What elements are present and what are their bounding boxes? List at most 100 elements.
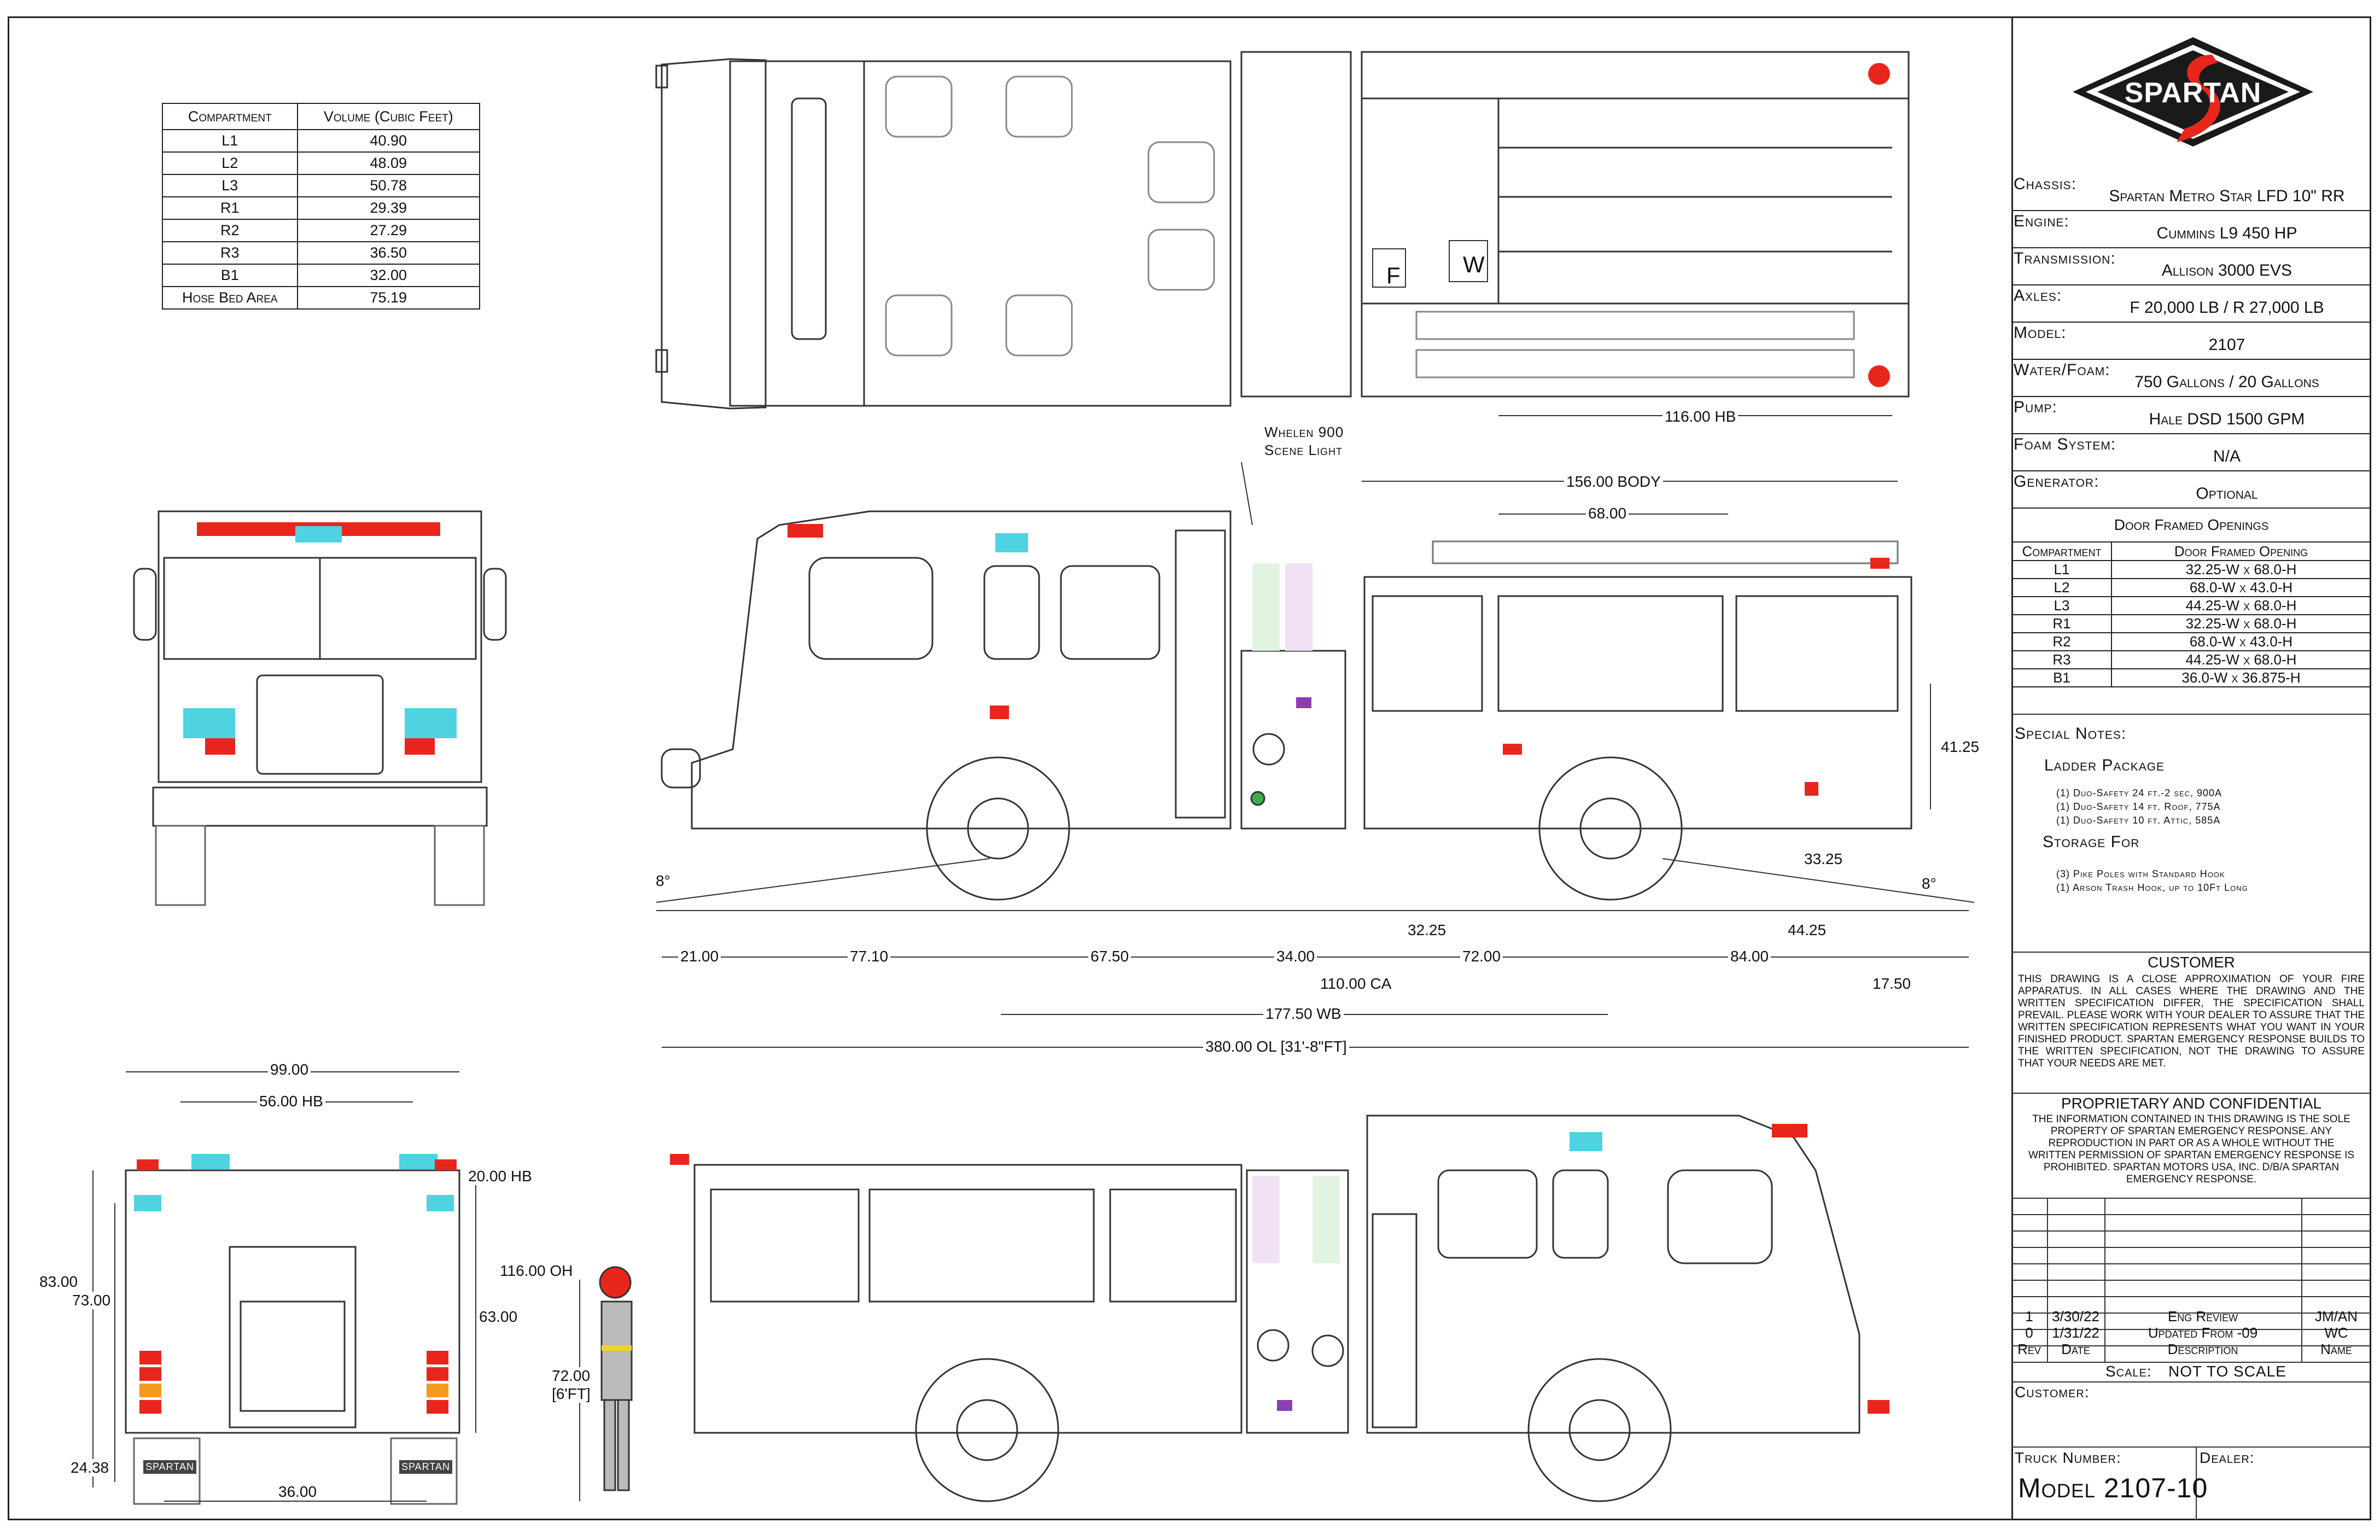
front-view — [133, 510, 507, 906]
table-header: Door Framed Opening — [2111, 541, 2371, 561]
table-cell: 48.09 — [296, 151, 481, 175]
angle-front: 8° — [654, 872, 673, 890]
table-cell: B1 — [2011, 668, 2112, 687]
customer-label: Customer: — [2015, 1384, 2090, 1401]
spec-row-model: Model: 2107 — [2011, 323, 2371, 360]
storage-item: (3) Pike Poles with Standard Hook — [2056, 868, 2225, 879]
table-cell: L1 — [2011, 560, 2112, 579]
spec-value: F 20,000 LB / R 27,000 LB — [2130, 299, 2324, 317]
table-cell: L2 — [162, 151, 298, 175]
spec-label: Generator: — [2014, 472, 2099, 491]
table-cell: L2 — [2011, 578, 2112, 597]
height-dimension: 41.25 — [1939, 738, 1982, 756]
spartan-logo-icon — [2073, 37, 2313, 147]
angle-rear: 8° — [1920, 875, 1939, 892]
scale-label: Scale: — [2105, 1363, 2152, 1380]
side-view-right — [579, 1115, 1889, 1502]
spec-value: Allison 3000 EVS — [2161, 261, 2292, 279]
spec-label: Axles: — [2014, 287, 2062, 305]
rev-header: Rev — [2017, 1341, 2041, 1357]
side-view-left — [656, 462, 1975, 1048]
table-cell: 40.90 — [296, 129, 481, 153]
spec-row-axles: Axles: F 20,000 LB / R 27,000 LB — [2011, 285, 2371, 323]
table-cell: 32.25-W x 68.0-H — [2111, 560, 2371, 579]
table-cell: 68.0-W x 43.0-H — [2111, 578, 2371, 597]
plan-f-label: F — [1386, 262, 1401, 288]
customer-disclaimer: THIS DRAWING IS A CLOSE APPROXIMATION OF… — [2018, 973, 2365, 1069]
desc-cell: Updated From -09 — [2148, 1325, 2258, 1341]
table-cell: R1 — [2011, 614, 2112, 633]
dim-67: 67.50 — [1088, 948, 1131, 965]
sheet-border — [8, 16, 2371, 1520]
title-block — [2011, 16, 2371, 1520]
table-cell: R2 — [2011, 632, 2112, 651]
ca-dimension: 110.00 CA — [1318, 975, 1394, 993]
table-cell: 36.0-W x 36.875-H — [2111, 668, 2371, 687]
divider — [2011, 1381, 2371, 1382]
table-cell: R3 — [2011, 650, 2112, 669]
dim-72: 72.00 — [1460, 948, 1503, 965]
person-height: 72.00 — [550, 1367, 593, 1385]
table-cell: R1 — [162, 196, 298, 220]
body-dimension: 156.00 BODY — [1564, 473, 1663, 491]
table-cell: 36.50 — [296, 241, 481, 265]
rear-width-dimension: 99.00 — [268, 1061, 311, 1078]
table-cell: 50.78 — [296, 174, 481, 197]
dealer-label: Dealer: — [2200, 1449, 2255, 1466]
divider — [2011, 1093, 2371, 1094]
spec-label: Chassis: — [2014, 175, 2077, 193]
table-cell: B1 — [162, 264, 298, 287]
dim-34: 34.00 — [1274, 948, 1317, 965]
spec-row-pump: Pump: Hale DSD 1500 GPM — [2011, 397, 2371, 434]
dim-2438: 24.38 — [68, 1459, 112, 1477]
table-header: Compartment — [2011, 541, 2112, 561]
special-notes-label: Special Notes: — [2015, 725, 2127, 743]
spec-list: Chassis: Spartan Metro Star LFD 10" RR E… — [2011, 174, 2371, 509]
callout-line-1: Whelen 900 — [1264, 424, 1344, 440]
date-cell: 3/30/22 — [2052, 1308, 2099, 1325]
spec-label: Engine: — [2014, 212, 2069, 230]
divider — [2196, 1446, 2197, 1520]
door-openings-title: Door Framed Openings — [2114, 516, 2269, 533]
storage-item: (1) Arson Trash Hook, up to 10Ft Long — [2056, 882, 2248, 893]
spec-value: Hale DSD 1500 GPM — [2149, 410, 2305, 428]
spec-row-water-foam: Water/Foam: 750 Gallons / 20 Gallons — [2011, 360, 2371, 397]
name-cell: JM/AN — [2315, 1308, 2358, 1325]
table-cell: L3 — [2011, 596, 2112, 615]
table-cell: L1 — [162, 129, 298, 153]
ladder-item: (1) Duo-Safety 10 ft. Attic, 585A — [2056, 815, 2221, 826]
table-cell: 68.0-W x 43.0-H — [2111, 632, 2371, 651]
dim-84: 84.00 — [1728, 948, 1771, 965]
table-cell: Hose Bed Area — [162, 286, 298, 310]
rear-hb-dimension: 56.00 HB — [257, 1093, 325, 1110]
spec-value: Cummins L9 450 HP — [2156, 224, 2297, 242]
table-cell: 32.25-W x 68.0-H — [2111, 614, 2371, 633]
date-cell: 1/31/22 — [2052, 1325, 2099, 1341]
top-dimension: 68.00 — [1586, 505, 1629, 522]
oh-dimension: 116.00 OH — [498, 1262, 575, 1280]
spec-value: 750 Gallons / 20 Gallons — [2134, 373, 2319, 391]
spec-label: Pump: — [2014, 398, 2058, 416]
table-cell: 44.25-W x 68.0-H — [2111, 650, 2371, 669]
spec-row-engine: Engine: Cummins L9 450 HP — [2011, 211, 2371, 248]
dim-77: 77.10 — [848, 948, 891, 965]
spec-label: Transmission: — [2014, 249, 2116, 267]
customer-heading: CUSTOMER — [2148, 954, 2235, 971]
divider — [2011, 1198, 2371, 1199]
dim-4425: 44.25 — [1786, 921, 1829, 939]
table-cell: 32.00 — [296, 264, 481, 287]
wb-dimension: 177.50 WB — [1263, 1005, 1344, 1023]
dim-36: 36.00 — [276, 1483, 319, 1501]
spec-label: Water/Foam: — [2014, 361, 2110, 379]
overhang-dimension: 17.50 — [1870, 975, 1914, 993]
dim-3225: 32.25 — [1405, 921, 1449, 939]
scale-value: NOT TO SCALE — [2168, 1363, 2286, 1380]
rev-cell: 1 — [2025, 1308, 2033, 1325]
rear-badge-left: SPARTAN — [143, 1460, 197, 1474]
table-cell: 27.29 — [296, 219, 481, 242]
table-cell: 44.25-W x 68.0-H — [2111, 596, 2371, 615]
spec-value: Optional — [2196, 485, 2258, 503]
plan-view — [655, 51, 1910, 416]
